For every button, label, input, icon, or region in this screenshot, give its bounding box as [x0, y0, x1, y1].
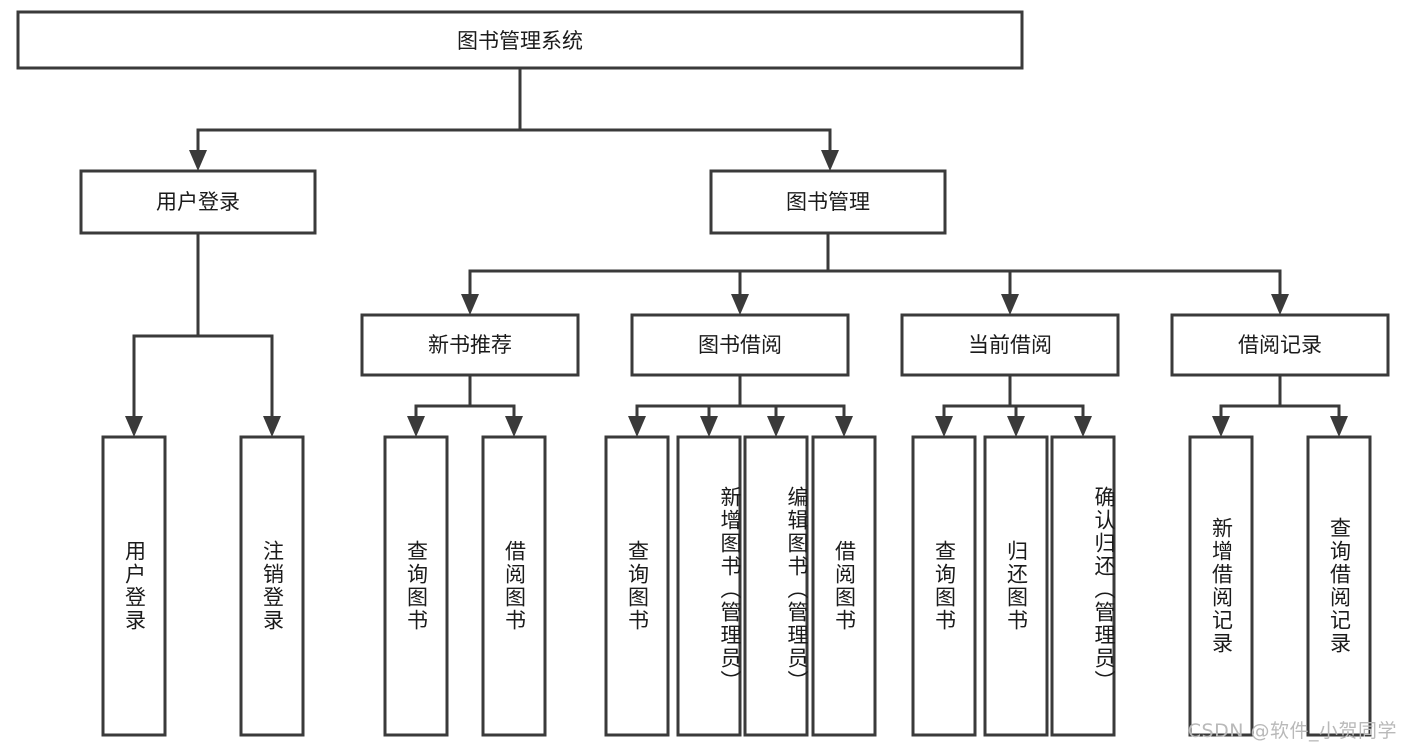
leaf-label-query-book-3: 查询图书: [932, 540, 957, 632]
label-current-borrow: 当前借阅: [968, 333, 1052, 357]
connector-book-borrow-to-leaves: [628, 373, 853, 437]
node-root-book-management-system[interactable]: [16, 10, 1024, 70]
leaf-box-add-record[interactable]: [1188, 435, 1254, 737]
leaf-label-edit-book: 编辑图书（管理员）: [785, 485, 809, 693]
leaf-label-query-book-2: 查询图书: [625, 540, 650, 632]
leaf-label-add-record: 新增借阅记录: [1209, 517, 1234, 655]
leaf-box-add-book[interactable]: [676, 435, 742, 737]
leaf-box-query-book-1[interactable]: [383, 435, 449, 737]
label-new-book-recommend: 新书推荐: [428, 333, 512, 357]
leaf-label-confirm-return: 确认归还（管理员）: [1092, 485, 1116, 693]
leaf-box-borrow-book-2[interactable]: [811, 435, 877, 737]
label-book-borrow: 图书借阅: [698, 333, 782, 357]
leaf-box-return-book[interactable]: [983, 435, 1049, 737]
leaf-box-confirm-return[interactable]: [1050, 435, 1116, 737]
label-book-manage: 图书管理: [786, 190, 870, 214]
leaf-label-borrow-book-2: 借阅图书: [832, 540, 857, 632]
leaf-label-add-book: 新增图书（管理员）: [718, 485, 742, 693]
connector-current-borrow-to-leaves: [935, 373, 1092, 437]
leaf-box-logout-login[interactable]: [239, 435, 305, 737]
leaf-box-query-book-2[interactable]: [604, 435, 670, 737]
leaf-label-return-book: 归还图书: [1004, 540, 1029, 632]
leaf-box-user-login[interactable]: [101, 435, 167, 737]
label-user-login: 用户登录: [156, 190, 240, 214]
leaf-label-user-login: 用户登录: [122, 540, 147, 632]
leaf-label-borrow-book-1: 借阅图书: [502, 540, 527, 632]
label-root: 图书管理系统: [457, 29, 583, 53]
leaf-label-query-book-1: 查询图书: [404, 540, 429, 632]
leaf-label-query-record: 查询借阅记录: [1327, 517, 1352, 655]
leaf-box-borrow-book-1[interactable]: [481, 435, 547, 737]
watermark-text: CSDN @软件_小贺同学: [1187, 720, 1397, 742]
connector-borrow-record-to-leaves: [1212, 373, 1348, 437]
leaf-box-query-book-3[interactable]: [911, 435, 977, 737]
node-current-borrow[interactable]: [900, 313, 1120, 377]
node-new-book-recommend[interactable]: [360, 313, 580, 377]
leaf-box-query-record[interactable]: [1306, 435, 1372, 737]
connector-book-manage-to-level3: [461, 231, 1289, 315]
leaf-label-logout-login: 注销登录: [260, 540, 285, 632]
node-user-login[interactable]: [79, 169, 317, 235]
connector-root-to-level2: [189, 66, 839, 171]
label-borrow-record: 借阅记录: [1238, 333, 1322, 357]
connector-new-book-recommend-to-leaves: [407, 373, 523, 437]
connector-user-login-to-leaves: [125, 231, 281, 437]
